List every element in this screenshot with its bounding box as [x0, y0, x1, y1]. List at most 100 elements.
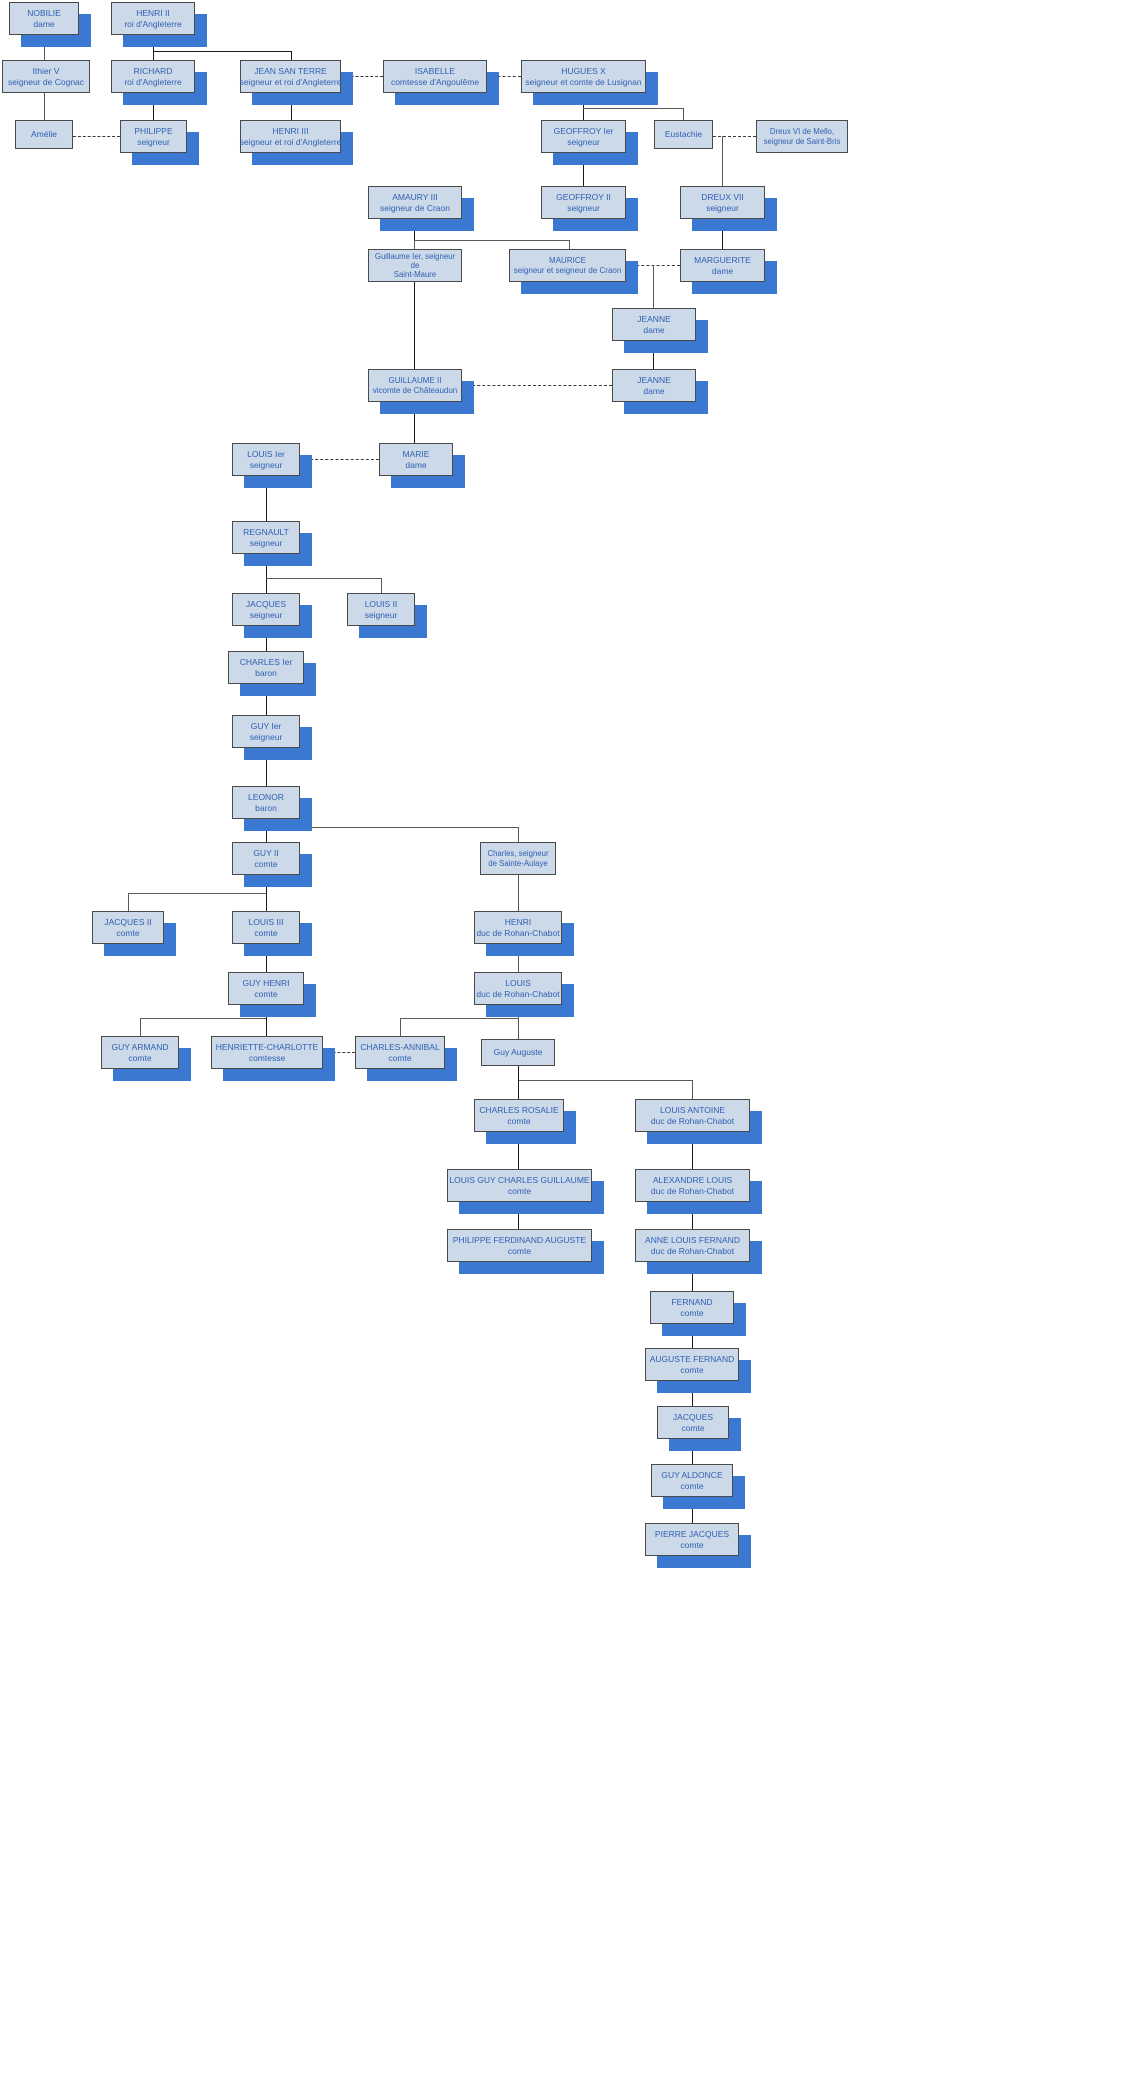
person-title: comtesse d'Angoulême [390, 76, 480, 87]
connector-line [692, 1439, 693, 1464]
person-title: duc de Rohan-Chabot [650, 1245, 735, 1256]
connector-line [583, 93, 584, 120]
connector-line [692, 1324, 693, 1348]
connector-line [518, 1202, 519, 1229]
connector-line [414, 282, 415, 369]
person-title: comte [680, 1539, 704, 1550]
person-node[interactable]: Guy Auguste [481, 1039, 555, 1066]
person-name: HENRI III [272, 126, 309, 137]
connector-line [266, 827, 518, 828]
connector-line [266, 748, 267, 786]
person-title: duc de Rohan-Chabot [476, 988, 560, 999]
person-title: dame [711, 265, 734, 276]
connector-line [518, 875, 519, 911]
connector-line [518, 1018, 519, 1039]
marriage-line [713, 136, 756, 137]
connector-line [583, 153, 584, 186]
person-title: seigneur [567, 136, 600, 147]
person-title: comte [254, 927, 278, 938]
person-title: vicomte de Châteaudun [372, 385, 458, 395]
person-title: duc de Rohan-Chabot [476, 927, 560, 938]
person-title: comtesse [248, 1052, 286, 1063]
connector-line [44, 35, 45, 60]
connector-line [153, 93, 154, 120]
connector-line [414, 240, 569, 241]
person-title: comte [680, 1364, 704, 1375]
person-node[interactable]: Amélie [15, 120, 73, 149]
person-name: JEANNE [637, 314, 671, 325]
person-name: MAURICE [549, 256, 586, 266]
person-name: Amélie [31, 129, 57, 140]
person-name: GUY ALDONCE [661, 1470, 723, 1481]
person-title: comte [680, 1307, 704, 1318]
person-node[interactable]: Eustachie [654, 120, 713, 149]
person-name: Charles, seigneur [487, 849, 549, 859]
connector-line [653, 265, 654, 308]
person-name: MARIE [402, 449, 430, 460]
person-title: baron [255, 667, 277, 678]
connector-line [722, 219, 723, 249]
connector-line [692, 1080, 693, 1099]
person-name: PIERRE JACQUES [654, 1529, 730, 1540]
connector-line [683, 108, 684, 120]
person-node[interactable]: Dreux VI de Mello,seigneur de Saint-Bris [756, 120, 848, 153]
person-name: LOUIS Ier [247, 449, 285, 460]
person-title: seigneur [249, 731, 283, 742]
person-name: LOUIS [505, 978, 531, 989]
person-name: HENRI [504, 917, 532, 928]
connector-line [400, 1018, 401, 1036]
person-name: REGNAULT [243, 527, 289, 538]
person-name: JACQUES [672, 1412, 714, 1423]
person-title: comte [507, 1245, 532, 1256]
